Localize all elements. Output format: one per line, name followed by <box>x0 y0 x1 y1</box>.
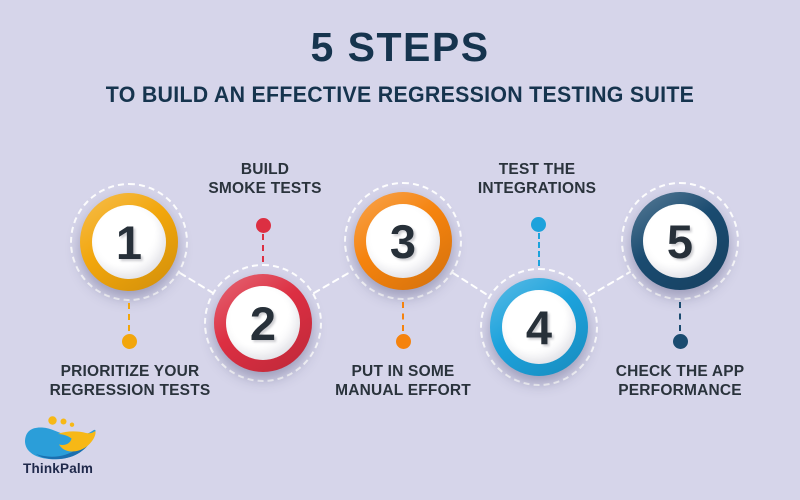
thinkpalm-logo-icon <box>25 416 96 460</box>
page-subtitle: TO BUILD AN EFFECTIVE REGRESSION TESTING… <box>105 82 695 107</box>
step-1-dashed-line <box>128 303 130 331</box>
step-1-inner-circle: 1 <box>92 205 166 279</box>
step-3-dot <box>396 334 411 349</box>
step-1-number: 1 <box>115 215 143 269</box>
connector-1-2 <box>179 272 214 294</box>
step-4-circle: 4 <box>480 268 598 386</box>
step-2-circle: 2 <box>204 264 322 382</box>
step-2-dashed-line <box>262 234 264 262</box>
step-5-ring: 5 <box>631 192 729 290</box>
step-3-label-line1: PUT IN SOME <box>351 363 455 380</box>
step-1-label-line2: REGRESSION TESTS <box>49 382 211 399</box>
step-4-dashed-ring <box>480 268 598 386</box>
step-5-dashed-line <box>679 302 681 331</box>
logo-palm-crescent <box>58 431 96 452</box>
logo-dot-medium <box>60 418 67 425</box>
step-2-number: 2 <box>249 296 277 350</box>
step-5-dashed-ring <box>621 182 739 300</box>
step-3-ring: 3 <box>354 192 452 290</box>
step-1-dashed-ring <box>70 183 188 301</box>
step-4-label-line1: TEST THE <box>498 161 576 178</box>
connector-2-3 <box>313 270 353 294</box>
step-5-label: CHECK THE APP PERFORMANCE <box>580 362 780 400</box>
step-3-inner-circle: 3 <box>366 204 440 278</box>
step-5-label-line2: PERFORMANCE <box>618 382 742 399</box>
step-1-label-line1: PRIORITIZE YOUR <box>60 363 200 380</box>
step-2-ring: 2 <box>214 274 312 372</box>
step-4-label-line2: INTEGRATIONS <box>477 180 597 197</box>
step-5-inner-circle: 5 <box>643 204 717 278</box>
step-1-dot <box>122 334 137 349</box>
step-5-label-line1: CHECK THE APP <box>615 363 745 380</box>
page-title: 5 STEPS <box>310 24 490 70</box>
logo-dot-large <box>48 416 57 425</box>
step-2-dot <box>256 218 271 233</box>
step-3-label: PUT IN SOME MANUAL EFFORT <box>303 362 503 400</box>
step-1-ring: 1 <box>80 193 178 291</box>
step-4-inner-circle: 4 <box>502 290 576 364</box>
step-4-number: 4 <box>525 300 553 354</box>
step-2-inner-circle: 2 <box>226 286 300 360</box>
step-3-label-line2: MANUAL EFFORT <box>335 382 471 399</box>
connector-3-4 <box>452 272 490 297</box>
step-5-circle: 5 <box>621 182 739 300</box>
step-3-dashed-line <box>402 302 404 331</box>
step-1-circle: 1 <box>70 183 188 301</box>
step-3-number: 3 <box>389 214 417 268</box>
step-4-dot <box>531 217 546 232</box>
step-2-label: BUILD SMOKE TESTS <box>165 160 365 198</box>
logo-dot-small <box>69 422 75 427</box>
thinkpalm-logo-text: ThinkPalm <box>23 461 94 476</box>
step-5-number: 5 <box>666 214 694 268</box>
step-4-label: TEST THE INTEGRATIONS <box>437 160 637 198</box>
step-2-label-line1: BUILD <box>240 161 290 178</box>
step-4-ring: 4 <box>490 278 588 376</box>
step-5-dot <box>673 334 688 349</box>
step-4-dashed-line <box>538 233 540 266</box>
step-1-label: PRIORITIZE YOUR REGRESSION TESTS <box>30 362 230 400</box>
step-3-dashed-ring <box>344 182 462 300</box>
step-3-circle: 3 <box>344 182 462 300</box>
step-2-dashed-ring <box>204 264 322 382</box>
step-2-label-line2: SMOKE TESTS <box>208 180 322 197</box>
connector-4-5 <box>588 271 631 297</box>
